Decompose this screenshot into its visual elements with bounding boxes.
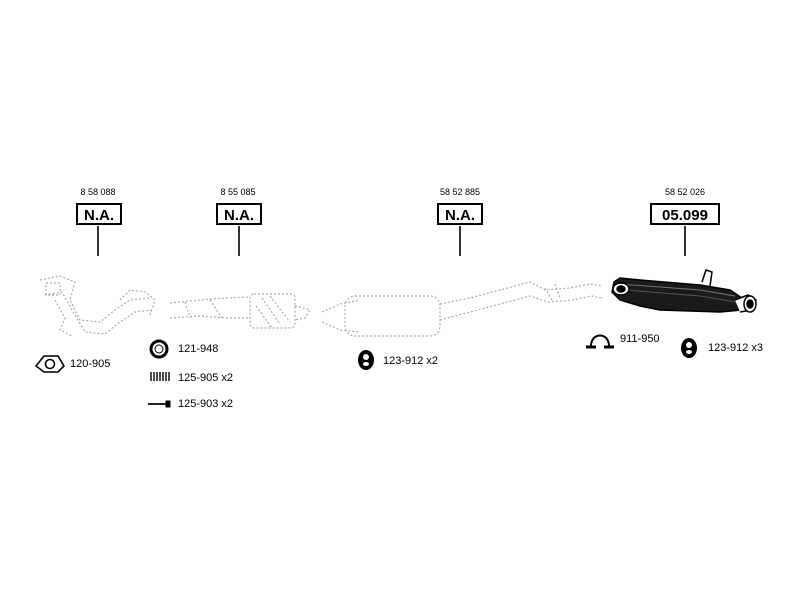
spring-icon	[150, 372, 170, 381]
section-1-ref: 8 58 088	[80, 187, 116, 197]
rubber-hanger-icon	[358, 350, 374, 370]
rubber-hanger-icon	[681, 338, 697, 358]
section-4-label: 05.099	[650, 203, 720, 225]
section-2-ref: 8 55 085	[220, 187, 256, 197]
part-code: 123-912 x2	[383, 355, 439, 367]
section-4-ref: 58 52 026	[664, 187, 706, 197]
bolt-icon	[148, 400, 171, 408]
center-silencer-outline	[321, 281, 603, 337]
catalyst-outline	[169, 293, 311, 329]
part-code: 911-950	[620, 333, 660, 345]
rear-silencer	[611, 269, 757, 313]
part-code: 123-912 x3	[708, 342, 764, 354]
section-3-ref: 58 52 885	[439, 187, 481, 197]
part-code: 125-905 x2	[178, 372, 234, 384]
part-code: 120-905	[70, 358, 111, 370]
front-pipe-outline	[39, 275, 156, 337]
part-code: 125-903 x2	[178, 398, 234, 410]
part-code: 121-948	[178, 343, 219, 355]
pipe-clamp-icon	[586, 334, 614, 349]
flange-gasket-icon	[34, 355, 66, 373]
sealing-ring-icon	[149, 339, 169, 359]
section-1-label: N.A.	[76, 203, 122, 225]
section-3-label: N.A.	[437, 203, 483, 225]
section-2-label: N.A.	[216, 203, 262, 225]
